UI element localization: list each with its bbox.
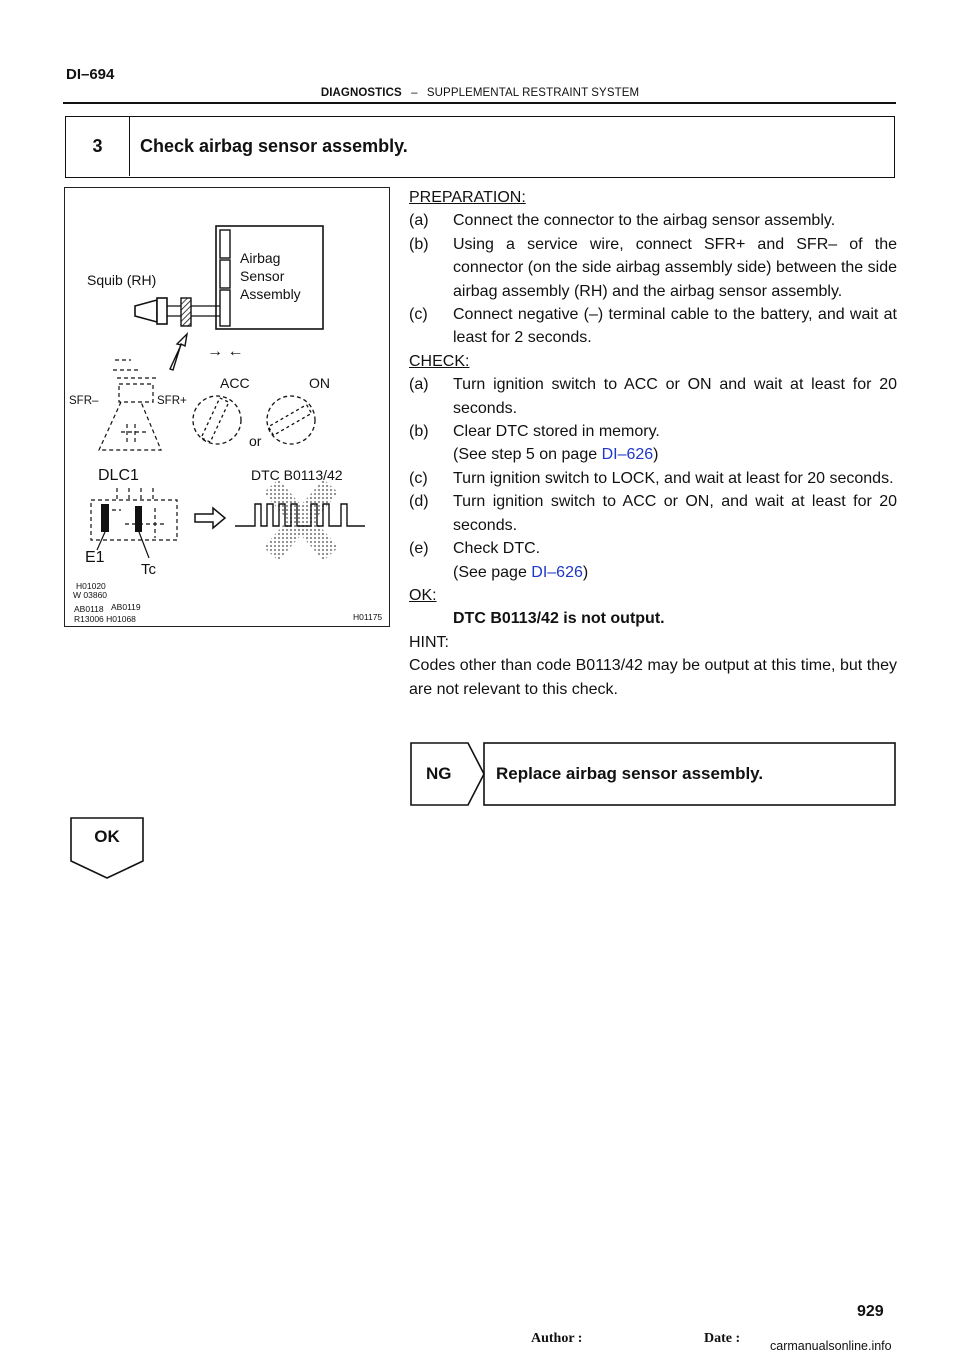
ignition-switch-on — [266, 395, 316, 445]
squib-wire — [167, 305, 220, 317]
fig-code-3a: AB0118 — [74, 604, 104, 614]
check-heading: CHECK: — [409, 352, 470, 370]
prep-item-b: (b)Using a service wire, connect SFR+ an… — [409, 235, 897, 300]
ok-result-box: OK — [70, 817, 144, 879]
ng-action: Replace airbag sensor assembly. — [496, 764, 764, 783]
tc-label: Tc — [141, 561, 157, 578]
sensor-pin-mid — [219, 259, 231, 289]
ignition-key-on — [267, 403, 313, 437]
check-item-a: (a)Turn ignition switch to ACC or ON and… — [409, 376, 897, 417]
ok-label: OK — [94, 827, 120, 846]
sensor-label-2: Sensor — [240, 268, 285, 284]
on-label: ON — [309, 375, 330, 391]
ok-criteria: DTC B0113/42 is not output. — [453, 610, 665, 628]
section-separator: – — [411, 87, 418, 99]
dtc-label: DTC B0113/42 — [251, 467, 343, 483]
check-item-c: (c)Turn ignition switch to LOCK, and wai… — [409, 469, 894, 487]
dlc-terminal-tc — [135, 506, 142, 532]
sensor-box — [215, 225, 324, 330]
hint-text: Codes other than code B0113/42 may be ou… — [409, 657, 897, 698]
page-code: DI–694 — [66, 66, 115, 83]
ignition-key-acc — [200, 397, 230, 443]
squib-label: Squib (RH) — [87, 272, 156, 288]
sensor-pin-bottom — [219, 289, 231, 327]
wiring-figure: Airbag Sensor Assembly Squib (RH) → ← SF… — [64, 187, 390, 627]
fig-code-4: R13006 H01068 — [74, 614, 136, 624]
dlc-label: DLC1 — [98, 467, 139, 484]
sfr-minus-label: SFR– — [69, 395, 99, 407]
arrows-label: → ← — [207, 343, 243, 360]
ng-result-box: NG Replace airbag sensor assembly. — [410, 742, 896, 806]
sensor-label-1: Airbag — [240, 250, 280, 266]
fig-code-3b: AB0119 — [111, 602, 141, 612]
tc-leader — [138, 531, 150, 559]
pointer-arrow — [169, 331, 189, 371]
e1-leader — [96, 531, 106, 551]
page-link-di-626-2[interactable]: DI–626 — [531, 563, 583, 581]
procedure-text: PREPARATION: (a)Connect the connector to… — [409, 186, 897, 701]
ng-box-outline — [410, 742, 896, 806]
check-ref-e: (See page DI–626) — [453, 563, 589, 581]
ok-box-outline — [70, 817, 144, 879]
squib-body — [156, 297, 168, 325]
check-item-e: (e)Check DTC. — [409, 540, 541, 558]
ok-heading: OK: — [409, 586, 437, 604]
step-box: 3 Check airbag sensor assembly. — [65, 116, 895, 178]
or-label: or — [249, 433, 262, 449]
figure-drawing: Airbag Sensor Assembly Squib (RH) → ← SF… — [69, 225, 382, 624]
step-number: 3 — [66, 117, 130, 176]
sensor-label-3: Assembly — [240, 286, 301, 302]
squib-connector-hatched — [180, 297, 192, 327]
ignition-switch-acc — [192, 395, 242, 445]
not-output-cross — [263, 479, 339, 561]
check-item-d: (d)Turn ignition switch to ACC or ON, an… — [409, 493, 897, 534]
footer-author: Author : — [531, 1331, 583, 1346]
e1-label: E1 — [85, 549, 105, 566]
sfr-plus-label: SFR+ — [157, 395, 187, 407]
sfr-connector — [98, 359, 162, 451]
sensor-pin-top — [219, 229, 231, 259]
prep-item-c: (c)Connect negative (–) terminal cable t… — [409, 306, 897, 347]
prep-item-a: (a)Connect the connector to the airbag s… — [409, 212, 836, 230]
dlc-terminal-e1 — [101, 504, 109, 532]
fig-code-2: W 03860 — [73, 590, 107, 600]
section-header: DIAGNOSTICS – SUPPLEMENTAL RESTRAINT SYS… — [0, 87, 960, 99]
acc-label: ACC — [220, 375, 250, 391]
preparation-heading: PREPARATION: — [409, 189, 526, 206]
squib-plug — [134, 298, 158, 324]
subsection-title: SUPPLEMENTAL RESTRAINT SYSTEM — [426, 87, 640, 99]
dtc-waveform — [235, 503, 365, 527]
footer-page-number: 929 — [857, 1303, 884, 1320]
output-arrow — [194, 506, 227, 530]
fig-id: H01175 — [353, 612, 382, 622]
header-rule — [63, 102, 896, 104]
fig-code-1: H01020 — [76, 581, 106, 591]
footer-date: Date : — [704, 1331, 741, 1346]
watermark: carmanualsonline.info — [770, 1339, 892, 1353]
ng-label: NG — [426, 764, 452, 783]
page-link-di-626[interactable]: DI–626 — [601, 446, 654, 464]
check-item-b: (b)Clear DTC stored in memory. — [409, 423, 660, 441]
hint-heading: HINT: — [409, 633, 449, 651]
step-title: Check airbag sensor assembly. — [140, 136, 408, 156]
check-ref-b: (See step 5 on page DI–626) — [453, 446, 659, 464]
section-title: DIAGNOSTICS — [320, 87, 402, 99]
